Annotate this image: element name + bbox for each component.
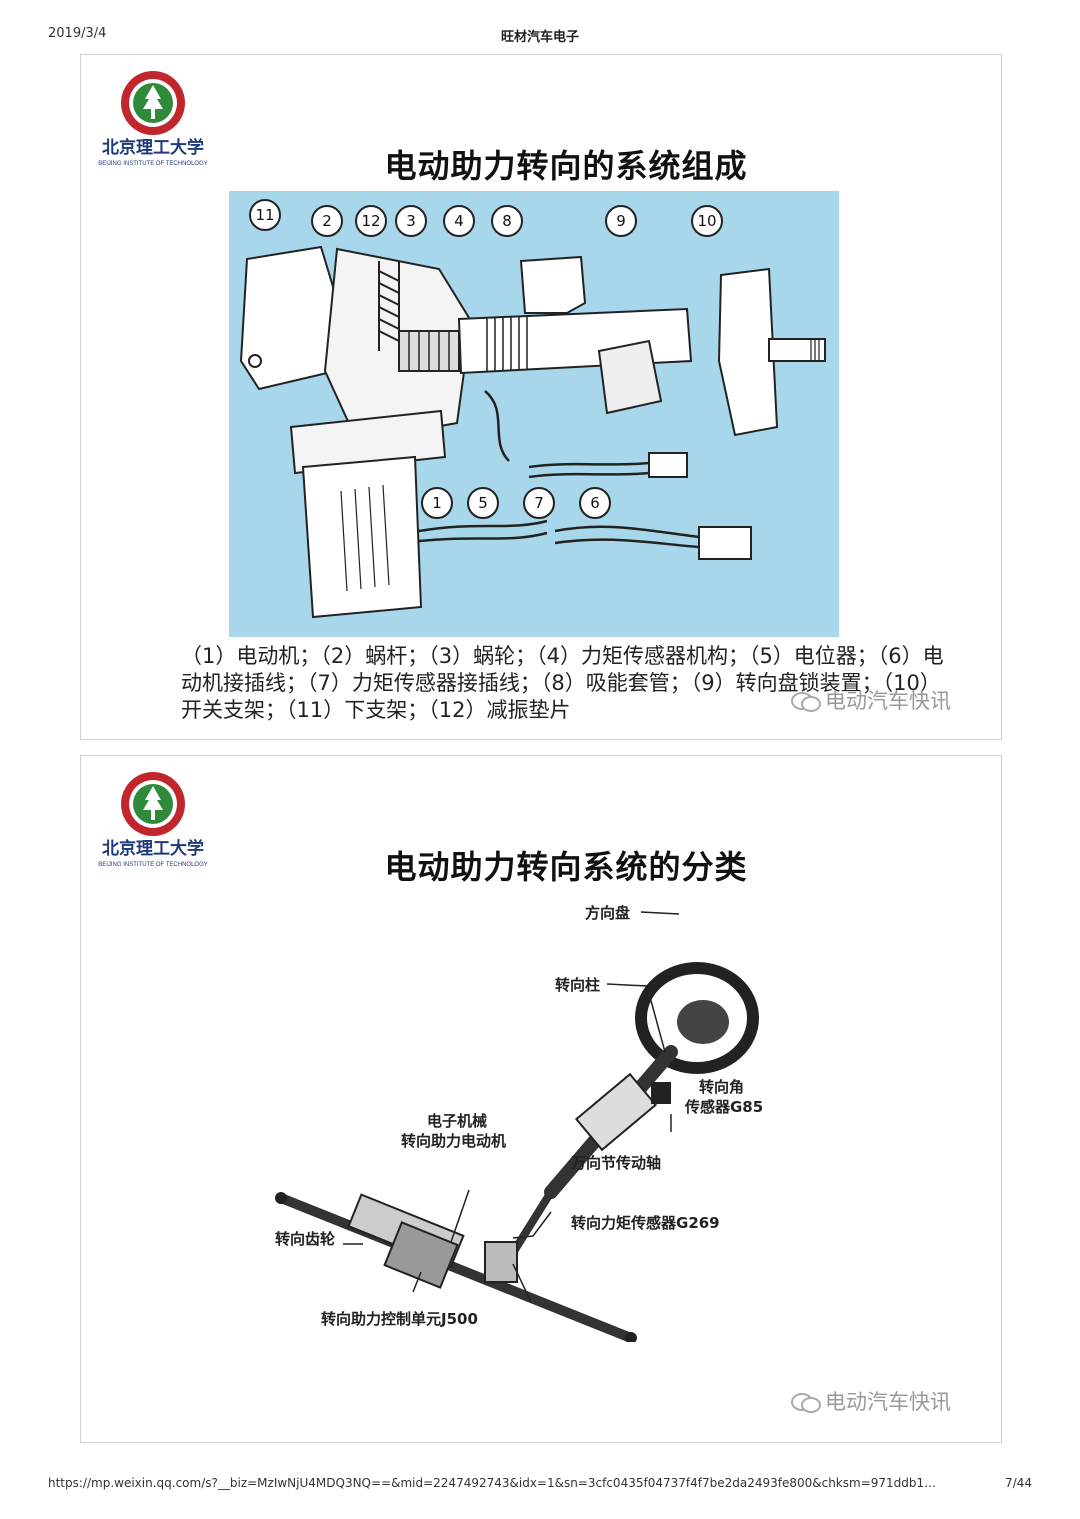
eps-component-diagram: 11 2 12 3 4 8 9 10 1 5 7 6 [229, 191, 839, 637]
steering-column-illustration [229, 191, 839, 637]
slide-system-classification: 北京理工大学 BEIJING INSTITUTE OF TECHNOLOGY 电… [80, 755, 1002, 1443]
callout-7: 7 [523, 487, 555, 519]
label-motor-line2: 转向助力电动机 [401, 1130, 506, 1151]
watermark-text: 电动汽车快讯 [825, 689, 951, 713]
steering-system-illustration [251, 892, 811, 1342]
callout-11: 11 [249, 199, 281, 231]
label-steering-gear: 转向齿轮 [275, 1228, 335, 1249]
label-steering-wheel: 方向盘 [585, 902, 630, 923]
page-footer-page-number: 7/44 [1005, 1476, 1032, 1490]
slide2-title: 电动助力转向系统的分类 [261, 842, 871, 888]
callout-4: 4 [443, 205, 475, 237]
svg-text:北京理工大学: 北京理工大学 [102, 137, 204, 158]
callout-9: 9 [605, 205, 637, 237]
page-header-title: 旺材汽车电子 [0, 26, 1080, 45]
svg-text:BEIJING INSTITUTE OF TECHNOLOG: BEIJING INSTITUTE OF TECHNOLOGY [98, 161, 208, 167]
svg-text:BEIJING INSTITUTE OF TECHNOLOG: BEIJING INSTITUTE OF TECHNOLOGY [98, 862, 208, 868]
callout-6: 6 [579, 487, 611, 519]
watermark-text: 电动汽车快讯 [825, 1390, 951, 1414]
university-seal-icon: 北京理工大学 BEIJING INSTITUTE OF TECHNOLOGY [95, 770, 213, 870]
university-seal-icon: 北京理工大学 BEIJING INSTITUTE OF TECHNOLOGY [95, 69, 213, 169]
wechat-icon [791, 1392, 821, 1414]
wechat-watermark: 电动汽车快讯 [791, 1386, 951, 1416]
page-footer-url: https://mp.weixin.qq.com/s?__biz=MzIwNjU… [48, 1476, 988, 1490]
label-torque-sensor: 转向力矩传感器G269 [571, 1212, 720, 1233]
slide-system-composition: 北京理工大学 BEIJING INSTITUTE OF TECHNOLOGY 电… [80, 54, 1002, 740]
label-steering-angle-sensor-line2: 传感器G85 [685, 1096, 763, 1117]
label-motor-line1: 电子机械 [427, 1110, 487, 1131]
slide1-title: 电动助力转向的系统组成 [261, 141, 871, 187]
wechat-watermark: 电动汽车快讯 [791, 685, 951, 715]
callout-5: 5 [467, 487, 499, 519]
wechat-icon [791, 691, 821, 713]
university-logo: 北京理工大学 BEIJING INSTITUTE OF TECHNOLOGY [95, 770, 213, 870]
eps-layout-diagram: 方向盘 转向柱 转向角 传感器G85 电子机械 转向助力电动机 万向节传动轴 转… [251, 892, 811, 1342]
callout-12: 12 [355, 205, 387, 237]
svg-text:北京理工大学: 北京理工大学 [102, 838, 204, 859]
callout-3: 3 [395, 205, 427, 237]
callout-1: 1 [421, 487, 453, 519]
university-logo: 北京理工大学 BEIJING INSTITUTE OF TECHNOLOGY [95, 69, 213, 169]
label-control-unit: 转向助力控制单元J500 [321, 1308, 478, 1329]
callout-10: 10 [691, 205, 723, 237]
label-universal-joint-shaft: 万向节传动轴 [571, 1152, 661, 1173]
label-steering-column: 转向柱 [555, 974, 600, 995]
callout-8: 8 [491, 205, 523, 237]
callout-2: 2 [311, 205, 343, 237]
label-steering-angle-sensor-line1: 转向角 [699, 1076, 744, 1097]
